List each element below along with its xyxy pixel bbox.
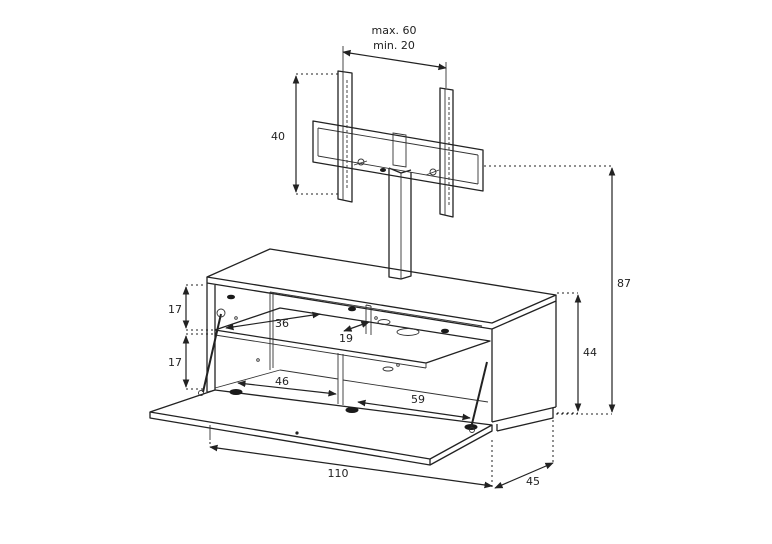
tv-mount <box>312 70 484 280</box>
label-total-width: 110 <box>328 467 349 480</box>
dimension-labels: max. 60 min. 20 40 87 44 17 17 36 19 46 … <box>168 24 631 488</box>
label-lower-right-width: 59 <box>411 393 425 406</box>
label-bracket-span-min: min. 20 <box>373 39 415 52</box>
dimension-lines <box>182 46 616 489</box>
cabinet <box>206 248 557 440</box>
label-shelf-small-width: 19 <box>339 332 353 345</box>
label-compartment-upper: 17 <box>168 303 182 316</box>
label-cabinet-height: 44 <box>583 346 597 359</box>
label-bracket-span-max: max. 60 <box>372 24 417 37</box>
label-lower-left-width: 46 <box>275 375 289 388</box>
label-compartment-lower: 17 <box>168 356 182 369</box>
front-door-open <box>149 294 493 466</box>
label-bracket-height: 40 <box>271 130 285 143</box>
label-depth: 45 <box>526 475 540 488</box>
label-shelf-upper-width: 36 <box>275 317 289 330</box>
label-total-height: 87 <box>617 277 631 290</box>
